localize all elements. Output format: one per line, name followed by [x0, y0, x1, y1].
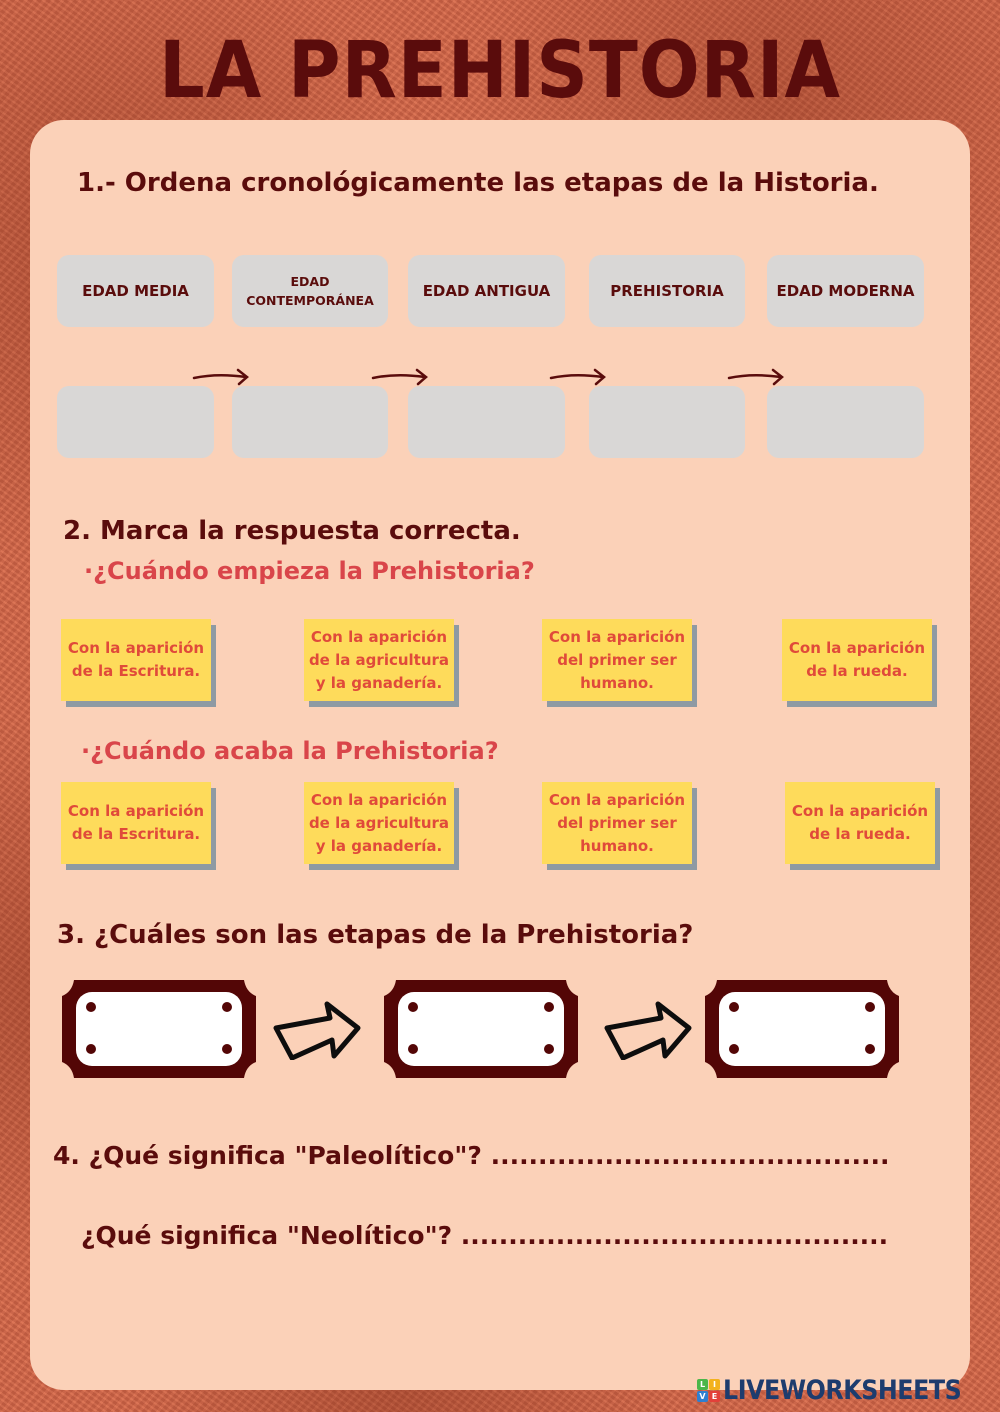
drop-slot-5[interactable]: [767, 386, 924, 458]
option-end-escritura[interactable]: Con la aparición de la Escritura.: [61, 782, 211, 864]
stage-card-edad-media[interactable]: EDAD MEDIA: [57, 255, 214, 327]
right-arrow-icon: [192, 368, 249, 386]
drop-slot-3[interactable]: [408, 386, 565, 458]
question-3-prompt: 3. ¿Cuáles son las etapas de la Prehisto…: [57, 920, 694, 950]
liveworksheets-logo: L I V E LIVEWORKSHEETS: [697, 1374, 994, 1406]
right-arrow-icon: [727, 368, 784, 386]
question-4-neolitico: ¿Qué significa "Neolítico"? ............…: [81, 1221, 889, 1250]
stage-label: EDAD MODERNA: [776, 282, 915, 300]
drop-slot-4[interactable]: [589, 386, 745, 458]
right-arrow-icon: [371, 368, 428, 386]
option-start-agricultura[interactable]: Con la aparición de la agricultura y la …: [304, 619, 454, 701]
question-4-paleolitico: 4. ¿Qué significa "Paleolítico"? .......…: [53, 1141, 890, 1170]
subquestion-end: ·¿Cuándo acaba la Prehistoria?: [81, 737, 499, 765]
stage-label: EDAD ANTIGUA: [422, 282, 551, 300]
stage-label: EDAD MEDIA: [82, 282, 189, 300]
stage-label: PREHISTORIA: [610, 282, 724, 300]
subquestion-start: ·¿Cuándo empieza la Prehistoria?: [84, 557, 535, 585]
option-end-rueda[interactable]: Con la aparición de la rueda.: [785, 782, 935, 864]
worksheet-title: LA PREHISTORIA: [159, 26, 841, 116]
live-tiles-icon: L I V E: [697, 1378, 720, 1402]
right-arrow-icon: [549, 368, 606, 386]
stage-card-edad-antigua[interactable]: EDAD ANTIGUA: [408, 255, 565, 327]
answer-plate-2[interactable]: [384, 980, 578, 1078]
stage-card-prehistoria[interactable]: PREHISTORIA: [589, 255, 745, 327]
outline-arrow-icon: [604, 1001, 692, 1060]
option-start-escritura[interactable]: Con la aparición de la Escritura.: [61, 619, 211, 701]
answer-plate-3[interactable]: [705, 980, 899, 1078]
drop-slot-1[interactable]: [57, 386, 214, 458]
option-start-rueda[interactable]: Con la aparición de la rueda.: [782, 619, 932, 701]
drop-slot-2[interactable]: [232, 386, 388, 458]
question-1-prompt: 1.- Ordena cronológicamente las etapas d…: [77, 168, 879, 198]
question-2-prompt: 2. Marca la respuesta correcta.: [63, 516, 521, 546]
option-start-primer-humano[interactable]: Con la aparición del primer ser humano.: [542, 619, 692, 701]
option-end-primer-humano[interactable]: Con la aparición del primer ser humano.: [542, 782, 692, 864]
stage-card-edad-moderna[interactable]: EDAD MODERNA: [767, 255, 924, 327]
brand-name: LIVEWORKSHEETS: [723, 1374, 962, 1406]
answer-plate-1[interactable]: [62, 980, 256, 1078]
worksheet-card: [30, 120, 970, 1390]
option-end-agricultura[interactable]: Con la aparición de la agricultura y la …: [304, 782, 454, 864]
outline-arrow-icon: [273, 1001, 361, 1060]
